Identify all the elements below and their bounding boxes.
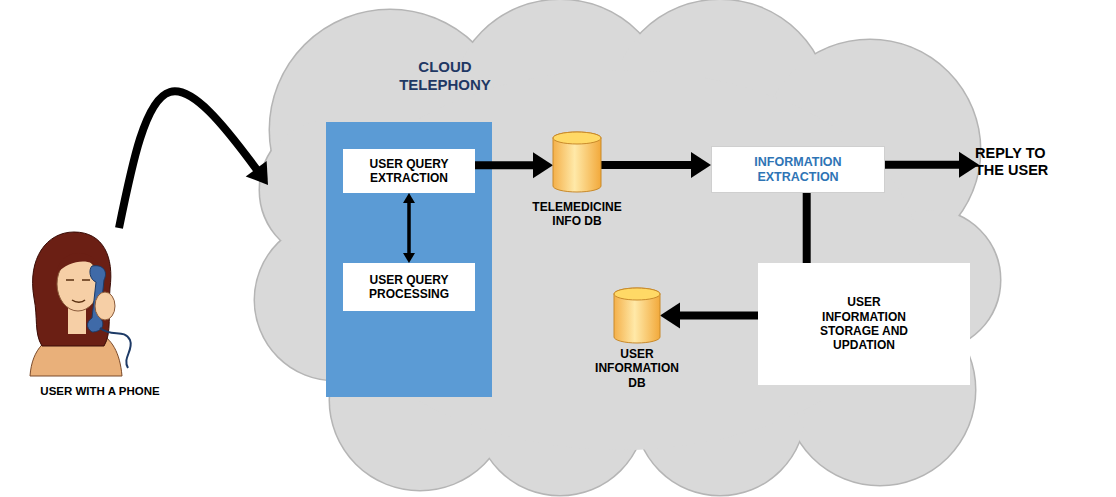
node-label: INFORMATION EXTRACTION [736, 155, 860, 185]
user-eye [66, 280, 90, 302]
process-box: USER INFORMATION STORAGE AND UPDATION [758, 263, 970, 385]
database-top [553, 132, 601, 144]
user-node: USER WITH A PHONE [5, 228, 195, 403]
node-label: CLOUD TELEPHONY [380, 58, 510, 94]
connector-arrow [806, 193, 807, 263]
node-label: TELEMEDICINE INFO DB [522, 200, 632, 229]
cloud-fill [255, 0, 1000, 495]
database-top [614, 288, 660, 300]
user-illustration [12, 228, 142, 378]
node-label: USER INFORMATION STORAGE AND UPDATION [808, 295, 920, 353]
connector-arrow [403, 193, 415, 263]
cloud-outline [255, 0, 1000, 495]
node-label: USER WITH A PHONE [5, 385, 195, 399]
arrow-head [246, 161, 268, 185]
database-shape [614, 288, 660, 343]
process-box: INFORMATION EXTRACTION [711, 146, 885, 193]
cloud-shape [250, 0, 1005, 497]
arrow-head [403, 193, 415, 203]
phone-cord [100, 328, 131, 368]
user-hair [33, 232, 111, 346]
connector-line [407, 193, 411, 263]
node-label: USER QUERY EXTRACTION [349, 157, 469, 186]
node-label: REPLY TO THE USER [975, 145, 1065, 180]
database-cylinder: TELEMEDICINE INFO DB [553, 132, 601, 192]
database-shape [553, 132, 601, 192]
user-hand [95, 292, 115, 320]
node-label: USER INFORMATION DB [589, 347, 685, 390]
connector-line [803, 193, 811, 263]
output-text: REPLY TO THE USER [975, 145, 1065, 182]
process-box: USER QUERY EXTRACTION [343, 149, 475, 193]
database-body [614, 288, 660, 343]
arrow-head [403, 253, 415, 263]
node-label: USER QUERY PROCESSING [349, 273, 469, 302]
database-cylinder: USER INFORMATION DB [614, 288, 660, 343]
connector-arrow [119, 91, 268, 228]
connector-line [119, 91, 268, 228]
cloud-core [320, 70, 920, 450]
database-body [553, 132, 601, 192]
cloud-region: USER QUERY EXTRACTION USER QUERY PROCESSI… [250, 0, 1005, 497]
process-box: USER QUERY PROCESSING [343, 263, 475, 311]
cloud-core [320, 70, 920, 450]
